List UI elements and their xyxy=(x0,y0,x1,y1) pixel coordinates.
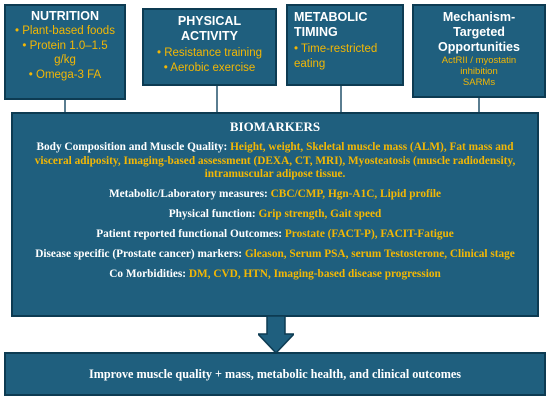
biomarker-value: Gleason, Serum PSA, serum Testosterone, … xyxy=(244,248,515,260)
metabolic-timing-item: eating xyxy=(294,57,326,70)
metabolic-timing-box: METABOLIC TIMING • Time-restricted eatin… xyxy=(286,4,404,86)
biomarker-row-body-composition: Body Composition and Muscle Quality: Hei… xyxy=(21,141,529,182)
nutrition-box: NUTRITION • Plant-based foods • Protein … xyxy=(4,4,126,100)
biomarker-label: Disease specific (Prostate cancer) marke… xyxy=(35,248,243,260)
metabolic-timing-title: TIMING xyxy=(294,25,338,39)
biomarker-label: Patient reported functional Outcomes: xyxy=(96,228,283,240)
nutrition-item: • Protein 1.0–1.5 xyxy=(22,39,108,52)
connector-line xyxy=(216,86,218,112)
mechanism-subitem: ActRII / myostatin xyxy=(441,55,517,66)
biomarker-value: Grip strength, Gait speed xyxy=(258,208,382,220)
biomarker-label: Co Morbidities: xyxy=(109,268,187,280)
physical-activity-box: PHYSICAL ACTIVITY • Resistance training … xyxy=(142,8,277,86)
mechanism-title: Mechanism- xyxy=(442,10,516,24)
biomarker-value: DM, CVD, HTN, Imaging-based disease prog… xyxy=(188,268,441,280)
biomarker-label: Metabolic/Laboratory measures: xyxy=(108,188,268,200)
biomarker-label: Physical function: xyxy=(168,208,256,220)
biomarker-value: Height, weight, Skeletal muscle mass (AL… xyxy=(34,141,516,180)
biomarkers-box: BIOMARKERS Body Composition and Muscle Q… xyxy=(11,112,539,317)
physical-activity-item: • Resistance training xyxy=(156,47,263,59)
nutrition-item: • Plant-based foods xyxy=(15,25,115,37)
outcome-box: Improve muscle quality + mass, metabolic… xyxy=(4,352,546,396)
metabolic-timing-title: METABOLIC xyxy=(294,10,368,24)
metabolic-timing-item: • Time-restricted xyxy=(294,43,378,55)
nutrition-item: • Omega-3 FA xyxy=(28,68,102,81)
nutrition-item: g/kg xyxy=(54,54,76,66)
biomarker-value: Prostate (FACT-P), FACIT-Fatigue xyxy=(284,228,454,240)
mechanism-title: Targeted xyxy=(453,25,505,39)
connector-line xyxy=(340,86,342,112)
connector-line xyxy=(64,100,66,112)
physical-activity-item: • Aerobic exercise xyxy=(163,61,256,74)
physical-activity-title: PHYSICAL ACTIVITY xyxy=(177,14,242,43)
nutrition-title: NUTRITION xyxy=(30,9,100,23)
connector-line xyxy=(478,98,480,112)
mechanism-subitem: inhibition xyxy=(460,66,498,77)
mechanism-box: Mechanism- Targeted Opportunities ActRII… xyxy=(412,4,546,98)
mechanism-title: Opportunities xyxy=(438,40,520,54)
mechanism-subitem: SARMs xyxy=(462,77,496,88)
biomarker-row-physical-function: Physical function: Grip strength, Gait s… xyxy=(21,208,529,222)
biomarker-label: Body Composition and Muscle Quality: xyxy=(36,141,228,153)
biomarker-value: CBC/CMP, Hgn-A1C, Lipid profile xyxy=(270,188,442,200)
biomarker-row-comorbidities: Co Morbidities: DM, CVD, HTN, Imaging-ba… xyxy=(21,268,529,282)
outcome-text: Improve muscle quality + mass, metabolic… xyxy=(89,366,461,381)
down-arrow-icon xyxy=(258,316,294,354)
biomarkers-title: BIOMARKERS xyxy=(229,119,321,134)
biomarker-row-disease-specific: Disease specific (Prostate cancer) marke… xyxy=(21,248,529,262)
biomarker-row-metabolic: Metabolic/Laboratory measures: CBC/CMP, … xyxy=(21,188,529,202)
biomarker-row-patient-reported: Patient reported functional Outcomes: Pr… xyxy=(21,228,529,242)
